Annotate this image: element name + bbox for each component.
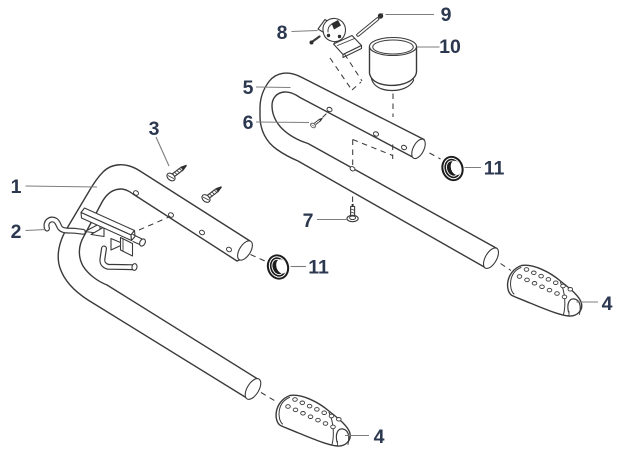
alignment-dash: [500, 263, 512, 271]
alignment-dash: [250, 254, 266, 262]
callout-label: 1: [11, 176, 22, 198]
callout-8: 8: [277, 22, 318, 44]
callout-label: 10: [439, 36, 461, 58]
callout-9: 9: [385, 4, 452, 26]
alignment-dash: [429, 152, 441, 160]
callout-5: 5: [243, 77, 291, 99]
mounting-bracket: [80, 207, 146, 271]
callout-2: 2: [11, 221, 47, 243]
clamp-part: [309, 17, 363, 59]
callout-11-rear: 11: [464, 158, 505, 180]
callout-label: 6: [243, 112, 254, 134]
callout-label: 5: [243, 77, 254, 99]
callout-4-front: 4: [345, 426, 385, 448]
alignment-dash: [260, 392, 277, 402]
callout-label: 3: [149, 118, 160, 140]
alignment-dash: [352, 139, 393, 156]
callout-label: 2: [11, 221, 22, 243]
alignment-dash: [344, 53, 363, 82]
tube-open-end: [237, 240, 253, 261]
cup-part: [368, 36, 418, 92]
callout-label: 11: [308, 257, 329, 279]
callout-6: 6: [243, 112, 310, 134]
callout-label: 4: [374, 426, 385, 448]
tube-open-end: [482, 247, 500, 270]
callout-7: 7: [303, 210, 347, 232]
end-cap-rear: [437, 152, 468, 185]
callout-11-front: 11: [290, 257, 329, 279]
callout-10: 10: [417, 36, 461, 58]
callouts: 1 2 3 4 4 5 6 7: [11, 4, 613, 448]
bolt-part: [356, 13, 384, 37]
alignment-dash: [351, 81, 362, 91]
tube-holes: [326, 106, 408, 172]
grip-rear: [506, 264, 583, 317]
tube-open-end: [411, 138, 426, 160]
tube-holes: [133, 190, 232, 253]
grip-front: [275, 394, 351, 447]
alignment-dash: [322, 111, 329, 118]
callout-4-rear: 4: [576, 293, 613, 315]
rear-handle-assembly: [259, 13, 583, 317]
callout-label: 9: [441, 4, 452, 26]
callout-label: 4: [602, 293, 613, 315]
callout-3: 3: [149, 118, 170, 167]
alignment-dash: [138, 216, 170, 231]
callout-label: 7: [303, 210, 314, 232]
end-cap-front: [263, 250, 293, 284]
front-handle-assembly: [43, 160, 351, 447]
set-screw-6: [308, 115, 325, 130]
tube-open-end: [244, 378, 262, 400]
hook-part: [43, 216, 86, 235]
screw-7: [346, 204, 359, 223]
lever-tube: [99, 245, 138, 271]
callout-1: 1: [11, 176, 98, 198]
callout-label: 11: [484, 158, 505, 180]
alignment-dash: [329, 57, 352, 90]
front-handle-tube: [57, 164, 260, 400]
callout-label: 8: [277, 22, 288, 44]
